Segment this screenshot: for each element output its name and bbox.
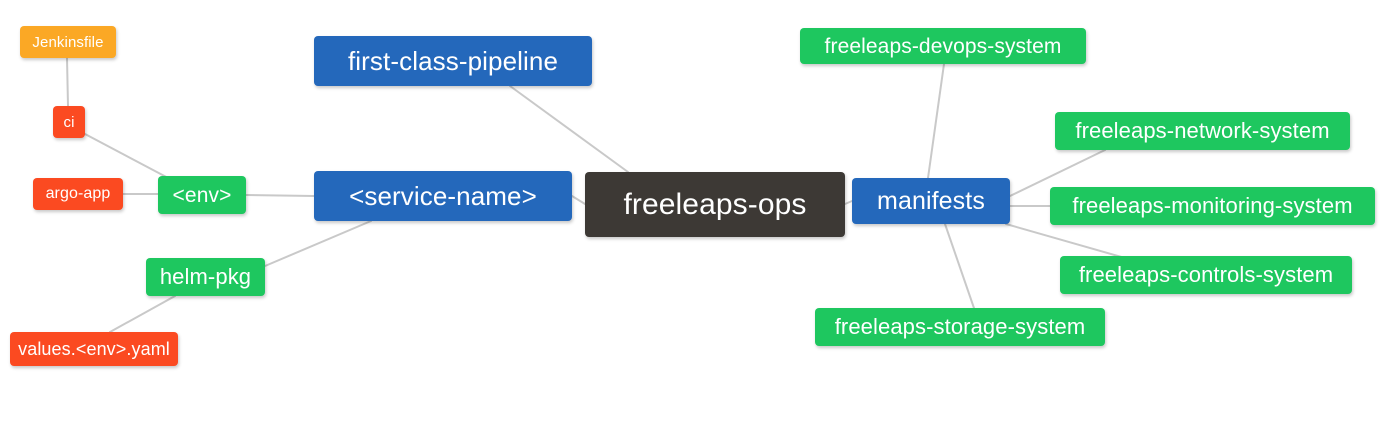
- node-values-yaml[interactable]: values.<env>.yaml: [10, 332, 178, 366]
- node-label: argo-app: [45, 185, 111, 202]
- node-label: first-class-pipeline: [347, 46, 559, 76]
- node-label: <env>: [172, 183, 232, 207]
- edge-service-name-env: [245, 194, 315, 197]
- node-jenkinsfile[interactable]: Jenkinsfile: [20, 26, 116, 58]
- edge-manifests-controls-system: [1005, 223, 1126, 259]
- node-label: freeleaps-devops-system: [824, 34, 1062, 58]
- node-label: helm-pkg: [159, 264, 252, 289]
- edge-manifests-storage-system: [944, 223, 976, 312]
- node-label: manifests: [877, 186, 985, 215]
- node-argo-app[interactable]: argo-app: [33, 178, 123, 210]
- node-label: <service-name>: [349, 181, 537, 211]
- node-env[interactable]: <env>: [158, 176, 246, 214]
- edge-root-service-name: [571, 195, 586, 205]
- edge-ci-jenkinsfile: [66, 57, 69, 107]
- node-service-name[interactable]: <service-name>: [314, 171, 572, 221]
- node-freeleaps-storage-system[interactable]: freeleaps-storage-system: [815, 308, 1105, 346]
- node-label: freeleaps-storage-system: [834, 314, 1086, 339]
- edge-manifests-devops-system: [927, 63, 945, 179]
- node-freeleaps-devops-system[interactable]: freeleaps-devops-system: [800, 28, 1086, 64]
- node-label: Jenkinsfile: [32, 33, 104, 51]
- node-freeleaps-ops[interactable]: freeleaps-ops: [585, 172, 845, 237]
- edge-service-name-helm-pkg: [264, 220, 372, 267]
- node-freeleaps-monitoring-system[interactable]: freeleaps-monitoring-system: [1050, 187, 1375, 225]
- node-manifests[interactable]: manifests: [852, 178, 1010, 224]
- node-label: freeleaps-ops: [623, 187, 807, 221]
- edge-helm-pkg-values-yaml: [109, 295, 176, 333]
- node-freeleaps-network-system[interactable]: freeleaps-network-system: [1055, 112, 1350, 150]
- edge-env-ci: [84, 133, 173, 181]
- node-ci[interactable]: ci: [53, 106, 85, 138]
- node-label: freeleaps-monitoring-system: [1072, 193, 1353, 218]
- node-label: ci: [63, 113, 75, 131]
- node-freeleaps-controls-system[interactable]: freeleaps-controls-system: [1060, 256, 1352, 294]
- edge-root-first-class-pipeline: [509, 85, 629, 173]
- node-helm-pkg[interactable]: helm-pkg: [146, 258, 265, 296]
- node-label: values.<env>.yaml: [18, 339, 170, 359]
- node-label: freeleaps-network-system: [1075, 118, 1330, 143]
- node-label: freeleaps-controls-system: [1078, 262, 1334, 287]
- node-first-class-pipeline[interactable]: first-class-pipeline: [314, 36, 592, 86]
- edge-root-manifests: [844, 200, 853, 205]
